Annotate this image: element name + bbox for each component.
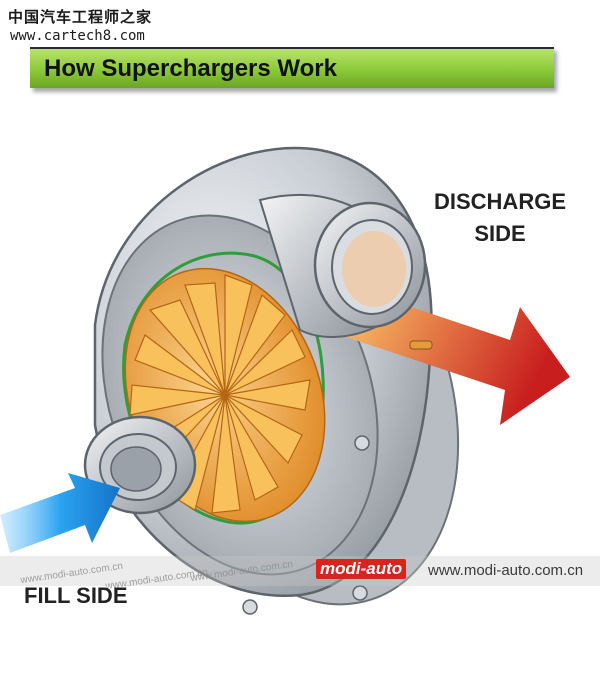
shaft-pin [409, 340, 433, 350]
fill-arrow [0, 473, 120, 553]
title-banner: How Superchargers Work [30, 47, 554, 88]
site-name-watermark: 中国汽车工程师之家 [8, 8, 153, 26]
modi-auto-site-watermark: www.modi-auto.com.cn [428, 562, 584, 579]
supercharger-diagram [0, 146, 570, 615]
discharge-label-line2: SIDE [474, 221, 526, 246]
discharge-side-label: DISCHARGE SIDE [430, 186, 570, 250]
watermark-strip [0, 556, 600, 586]
discharge-label-line1: DISCHARGE [433, 189, 566, 214]
housing-bolts [242, 435, 370, 615]
fill-side-label: FILL SIDE [24, 583, 128, 608]
site-url-watermark: www.cartech8.com [10, 28, 145, 44]
page-title: How Superchargers Work [44, 55, 337, 82]
modi-auto-logo: modi-auto [316, 559, 407, 579]
discharge-pipe [258, 193, 427, 338]
